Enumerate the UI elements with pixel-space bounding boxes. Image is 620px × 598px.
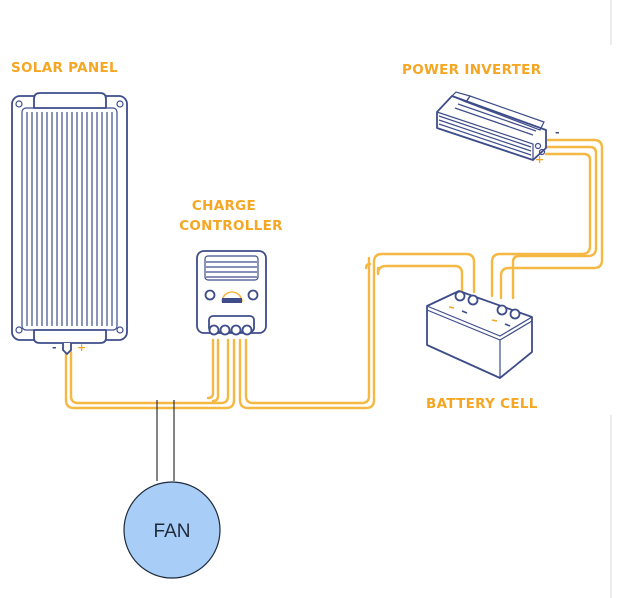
charge-controller[interactable] [196,250,267,336]
wire-controller-to-battery-c [376,264,464,294]
wire-solar-to-controller-c [206,338,215,400]
controller-terminal [241,324,253,336]
wire-battery-to-inverter-outer [499,138,604,300]
charge-controller-label-line1: CHARGE [192,198,256,214]
solar-panel-cell-lines [26,112,113,326]
battery-terminal [509,308,521,320]
solar-negative-sign: - [52,341,57,354]
inverter-front [436,111,534,161]
controller-knob-left [204,289,216,301]
solar-positive-sign: + [77,341,86,354]
wire-battery-to-inverter-a [490,152,592,298]
inverter-ridge [465,95,545,131]
fan-label: FAN [154,521,191,542]
wire-solar-to-controller-inner [69,338,230,405]
battery-cell[interactable] [426,290,533,379]
inverter-fins [438,103,537,156]
solar-panel-bottom-handle [33,329,107,344]
solar-panel-frame [11,95,128,341]
fan[interactable]: FAN [123,400,221,579]
controller-terminal [230,324,242,336]
battery-terminal [454,290,466,302]
battery-terminal [496,304,508,316]
battery-positive-mark [448,306,455,309]
solar-panel-screw [15,326,23,334]
charge-controller-label-line2: CONTROLLER [179,218,283,234]
solar-panel-connector [62,343,72,355]
battery-positive-mark [491,319,498,322]
solar-panel-screw [116,326,124,334]
battery-top-edge [426,305,533,337]
power-inverter-label: POWER INVERTER [402,62,542,78]
solar-panel-screw [116,100,124,108]
solar-panel-label: SOLAR PANEL [11,60,118,76]
solar-panel[interactable]: - + [11,92,128,355]
controller-terminal [219,324,231,336]
battery-cell-label: BATTERY CELL [426,396,538,412]
wires [64,138,604,410]
battery-body [426,290,533,379]
wire-solar-to-controller-outer [64,338,236,410]
inverter-terminal [538,148,546,156]
wire-controller-to-battery-inner [244,256,371,405]
wire-battery-to-inverter-inner [511,145,598,300]
wire-controller-to-battery-outer [238,252,476,410]
battery-negative-mark [461,310,468,314]
solar-panel-screw [15,100,23,108]
wire-solar-to-controller-d [211,338,220,403]
wire-controller-to-battery-b [364,262,372,270]
fan-circle [123,481,221,579]
controller-display [222,298,242,303]
inverter-negative-sign: - [555,126,560,139]
battery-negative-mark [504,323,511,327]
inverter-positive-sign: + [535,153,544,166]
controller-terminal [208,324,220,336]
controller-vent-lines [206,261,257,278]
controller-vent [204,255,259,281]
power-inverter[interactable]: - + [436,91,560,166]
battery-terminal [467,294,479,306]
controller-knob-right [247,289,259,301]
solar-panel-top-handle [33,92,107,109]
inverter-terminal [534,142,542,150]
